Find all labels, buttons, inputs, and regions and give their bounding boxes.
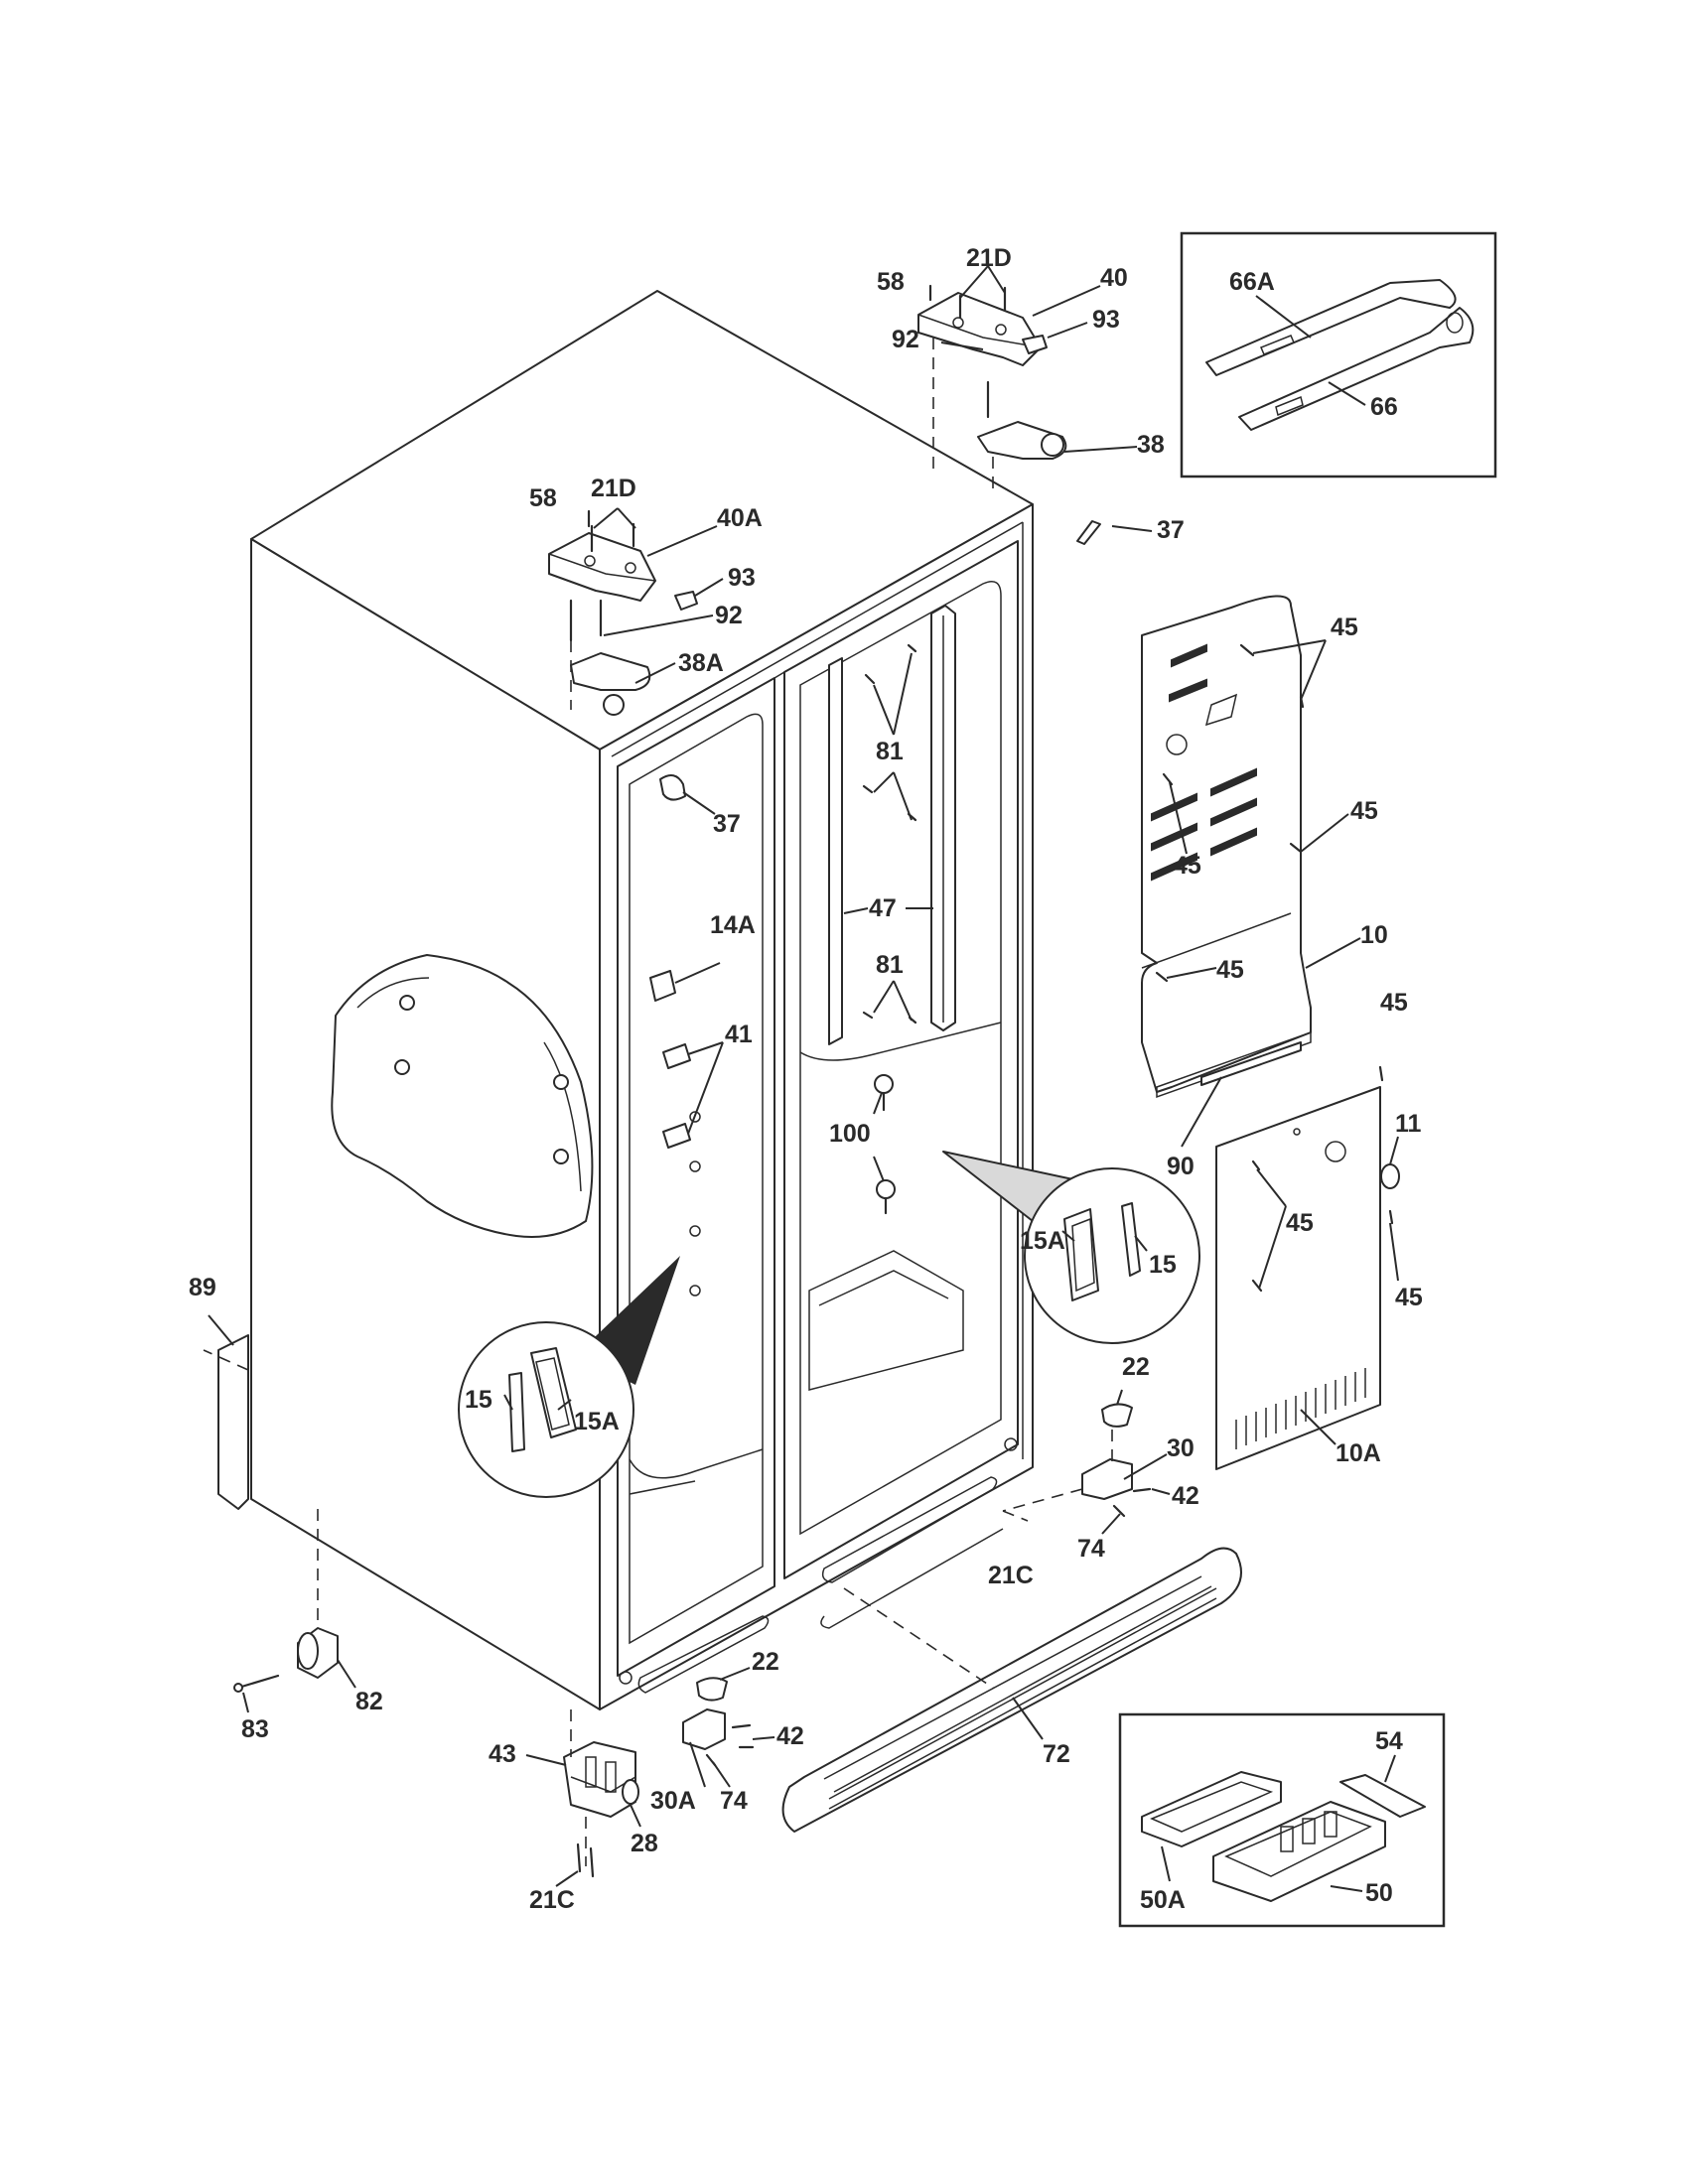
callout-22: 22 — [1122, 1353, 1150, 1381]
callout-14A: 14A — [710, 911, 756, 939]
leader-lines — [208, 265, 1399, 1892]
callout-42: 42 — [776, 1722, 804, 1750]
callout-90: 90 — [1167, 1153, 1195, 1180]
callout-21C: 21C — [529, 1886, 575, 1914]
callout-45: 45 — [1350, 797, 1378, 825]
callout-45: 45 — [1286, 1209, 1314, 1237]
callout-40: 40 — [1100, 264, 1128, 292]
bottom-hinge-left — [682, 1677, 755, 1767]
callout-45: 45 — [1216, 956, 1244, 984]
callout-45: 45 — [1174, 852, 1201, 880]
freezer-parts — [649, 774, 691, 1149]
inset-box-66 — [1180, 231, 1497, 478]
bracket-89 — [203, 1334, 249, 1510]
callout-92: 92 — [715, 602, 743, 629]
callout-58: 58 — [877, 268, 905, 296]
callout-15: 15 — [1149, 1251, 1177, 1279]
callout-81: 81 — [876, 738, 904, 765]
screw-83 — [233, 1674, 280, 1693]
callout-74: 74 — [720, 1787, 748, 1815]
callout-10: 10 — [1360, 921, 1388, 949]
callout-10A: 10A — [1336, 1439, 1381, 1467]
callout-30: 30 — [1167, 1434, 1195, 1462]
callout-37: 37 — [713, 810, 741, 838]
callout-50A: 50A — [1140, 1886, 1186, 1914]
callout-21C: 21C — [988, 1562, 1034, 1589]
callout-21D: 21D — [591, 475, 636, 502]
top-hinge-assembly-right — [917, 284, 1067, 491]
callout-28: 28 — [631, 1830, 658, 1857]
callout-54: 54 — [1375, 1727, 1403, 1755]
callout-37: 37 — [1157, 516, 1185, 544]
callout-15: 15 — [465, 1386, 492, 1414]
kickplate-grille-72 — [781, 1547, 1242, 1833]
screws-81 — [862, 643, 917, 1024]
callout-45: 45 — [1380, 989, 1408, 1017]
callout-labels: 21D 58 40 93 92 38 37 66A 66 58 21D 40A … — [189, 244, 1423, 1914]
callout-21D: 21D — [966, 244, 1012, 272]
callout-41: 41 — [725, 1021, 753, 1048]
detail-circle-right — [942, 1151, 1200, 1344]
callout-93: 93 — [728, 564, 756, 592]
bottom-hinge-right — [1002, 1403, 1152, 1522]
callout-66A: 66A — [1229, 268, 1275, 296]
callout-30A: 30A — [650, 1787, 696, 1815]
callout-43: 43 — [489, 1740, 516, 1768]
callout-50: 50 — [1365, 1879, 1393, 1907]
panel-10A — [1215, 1086, 1381, 1470]
callout-42: 42 — [1172, 1482, 1199, 1510]
callout-15A: 15A — [574, 1408, 620, 1435]
callout-22: 22 — [752, 1648, 779, 1676]
callout-45: 45 — [1331, 614, 1358, 641]
callout-66: 66 — [1370, 393, 1398, 421]
callout-45: 45 — [1395, 1284, 1423, 1311]
shelf-standards — [828, 605, 956, 1045]
callout-100: 100 — [829, 1120, 871, 1148]
roller-bracket-43 — [563, 1709, 639, 1878]
plug-11 — [1380, 1163, 1400, 1189]
callout-38: 38 — [1137, 431, 1165, 459]
callout-38A: 38A — [678, 649, 724, 677]
leveler-82 — [297, 1509, 339, 1679]
callout-92: 92 — [892, 326, 919, 353]
callout-58: 58 — [529, 484, 557, 512]
callout-15A: 15A — [1020, 1227, 1065, 1255]
strip-90 — [1200, 1041, 1302, 1086]
detail-circle-left — [458, 1256, 680, 1498]
callout-81: 81 — [876, 951, 904, 979]
callout-11: 11 — [1395, 1110, 1422, 1138]
callout-83: 83 — [241, 1715, 269, 1743]
callout-89: 89 — [189, 1274, 216, 1301]
top-hinge-assembly-left — [548, 509, 698, 716]
cover-10 — [1141, 595, 1312, 1099]
callout-40A: 40A — [717, 504, 763, 532]
inset-box-50 — [1118, 1712, 1446, 1928]
callout-93: 93 — [1092, 306, 1120, 334]
vent-slots — [1235, 1368, 1366, 1449]
callout-82: 82 — [355, 1688, 383, 1715]
callout-47: 47 — [869, 894, 897, 922]
side-panel-foam — [331, 954, 594, 1238]
light-sockets-100 — [874, 1074, 896, 1215]
callout-74: 74 — [1077, 1535, 1105, 1563]
callout-72: 72 — [1043, 1740, 1070, 1768]
